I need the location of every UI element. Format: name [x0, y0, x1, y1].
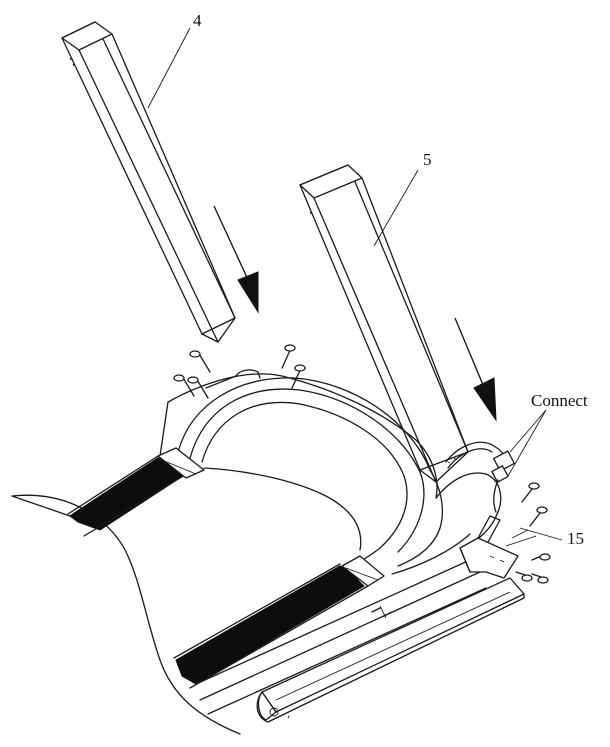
base-frame — [11, 369, 502, 735]
upright-tube-4 — [61, 21, 236, 343]
bolt-icon — [531, 553, 551, 561]
bolt-icon — [515, 571, 533, 582]
upright-tube-5 — [299, 164, 469, 483]
leader-line-4 — [147, 27, 191, 109]
bolt-icon — [173, 374, 195, 397]
bolt-icon — [187, 376, 209, 399]
leader-line-15 — [519, 527, 563, 541]
end-cap — [256, 577, 525, 723]
belt-right — [173, 555, 385, 689]
leader-line-connect-a — [509, 409, 547, 453]
callout-part-4: 4 — [193, 11, 202, 30]
callout-part-5: 5 — [423, 150, 432, 169]
leader-line-5 — [373, 169, 419, 247]
down-arrow-icon — [213, 205, 259, 314]
wire-connector-icon — [445, 441, 515, 513]
callout-part-15: 15 — [567, 529, 584, 548]
bolt-icon — [529, 506, 548, 527]
bolt-icon — [291, 364, 306, 389]
bolt-icon — [281, 344, 296, 369]
bracket-15 — [459, 515, 519, 579]
side-rail — [195, 559, 487, 715]
bolt-icon — [189, 350, 211, 373]
bolt-icon — [521, 482, 540, 503]
leader-line-connect-b — [507, 409, 547, 477]
reference-marks — [505, 529, 537, 547]
belt-left — [67, 447, 205, 537]
callout-connect: Connect — [531, 391, 588, 410]
down-arrow-icon — [454, 317, 497, 422]
bolt-icon — [531, 573, 549, 584]
